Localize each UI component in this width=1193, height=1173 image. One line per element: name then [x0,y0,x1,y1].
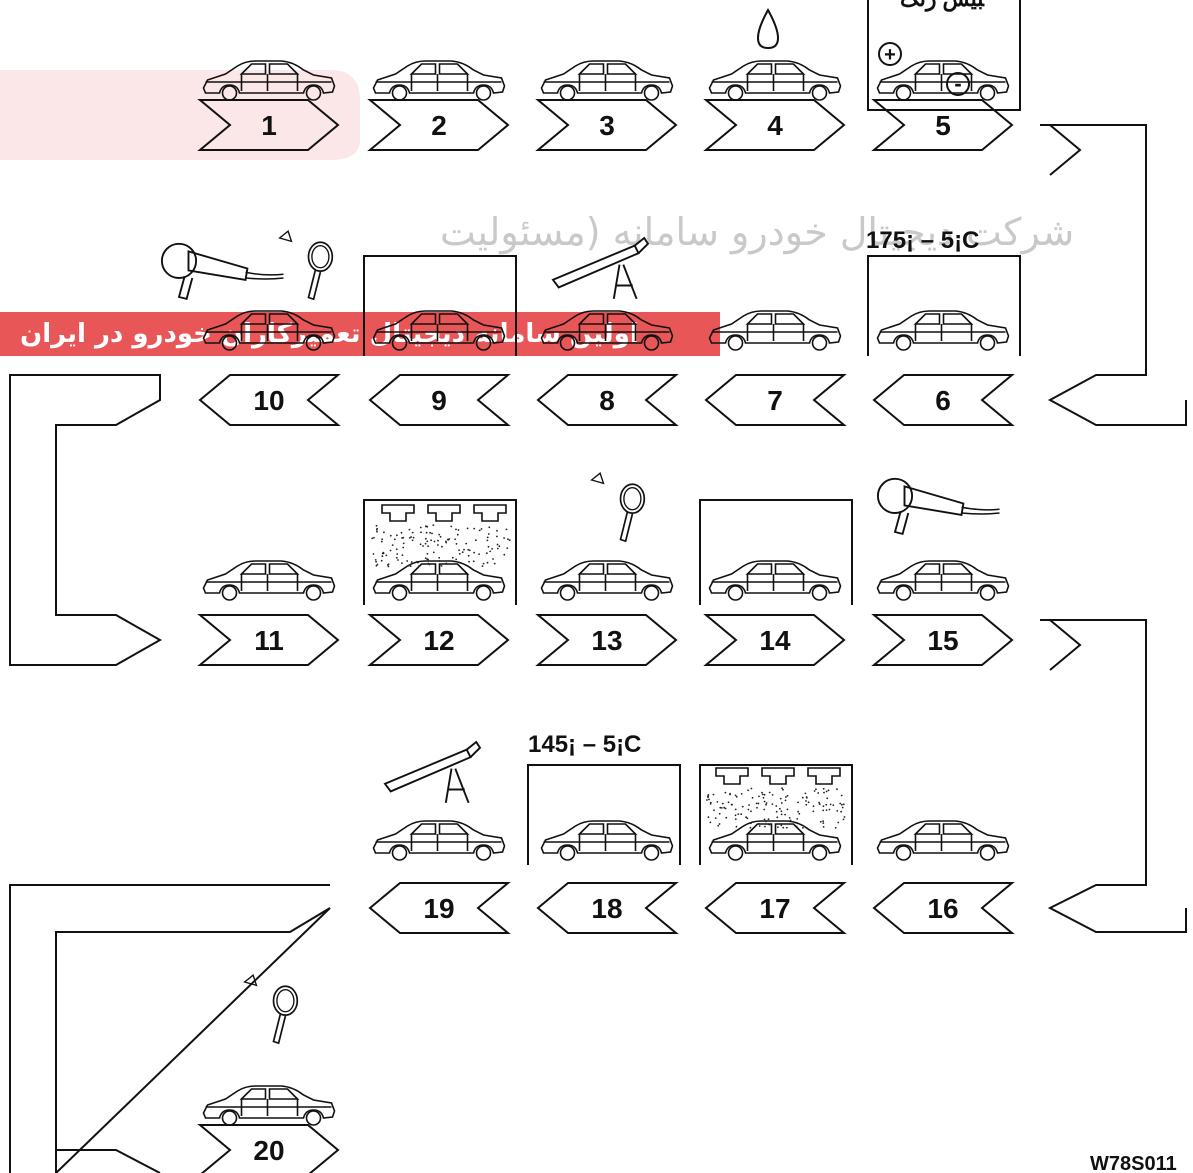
car-body-icon [710,61,841,100]
minus-symbol: - [954,71,961,96]
droplet-icon [758,10,778,48]
step-14: 14 [706,615,844,665]
step-number: 4 [767,110,783,141]
step-number: 10 [253,385,284,416]
car-body-icon [204,1086,335,1125]
step-19: 19 [370,883,508,933]
step-number: 6 [935,385,951,416]
step-17: 17 [706,883,844,933]
car-body-icon [542,561,673,600]
step-number: 12 [423,625,454,656]
plus-symbol: + [884,44,896,66]
magnifier-icon [245,975,298,1043]
car-body-icon [374,61,505,100]
step-5: 5 [874,100,1012,150]
car-body-icon [878,311,1009,350]
spray-nozzles-icon [716,768,840,784]
car-body-icon [878,821,1009,860]
step-3: 3 [538,100,676,150]
step-number: 9 [431,385,447,416]
step-7: 7 [706,375,844,425]
spray-nozzles-icon [382,505,506,521]
step-20: 20 [200,1125,338,1173]
step-number: 2 [431,110,447,141]
step-number: 20 [253,1135,284,1166]
step-chevrons: 1234567891011121314151617181920 [200,100,1012,1173]
step-13: 13 [538,615,676,665]
sealing-gun-icon [385,742,480,803]
step-number: 17 [759,893,790,924]
step-18: 18 [538,883,676,933]
car-body-icon [542,821,673,860]
step-number: 7 [767,385,783,416]
step-illustrations: +- [162,0,1020,1125]
spray-mist [706,787,845,829]
car-body-icon [204,561,335,600]
magnifier-icon [280,231,333,299]
watermark: شرکت دیجیتال خودرو سامانه (مسئولیت اولین… [0,70,1074,356]
spray-booth-box [364,500,516,605]
step-4: 4 [706,100,844,150]
oven-temp-step18: 145¡ – 5¡C [528,731,641,758]
step-number: 11 [254,625,284,656]
figure-code: W78S011 [1090,1153,1177,1173]
step-10: 10 [200,375,338,425]
step-8: 8 [538,375,676,425]
step-number: 8 [599,385,615,416]
sander-icon [162,244,284,299]
car-body-icon [374,821,505,860]
step-number: 16 [927,893,958,924]
step-11: 11 [200,615,338,665]
header-fragment: ﺒﻴﺶ ﺭﻧﮓ [900,0,985,12]
step-number: 1 [261,110,277,141]
sander-icon [878,479,1000,534]
car-body-icon [710,311,841,350]
step-number: 13 [591,625,622,656]
step-number: 3 [599,110,615,141]
car-body-icon [710,561,841,600]
car-body-icon [878,561,1009,600]
booth-box [700,500,852,605]
car-body-icon [878,61,1009,100]
step-number: 5 [935,110,951,141]
step-6: 6 [874,375,1012,425]
step-9: 9 [370,375,508,425]
step-number: 19 [423,893,454,924]
step-number: 14 [759,625,791,656]
step-number: 15 [927,625,958,656]
step-2: 2 [370,100,508,150]
oven-temp-step6: 175¡ – 5¡C [866,227,979,254]
watermark-line2: اولین سامانه دیجیتال تعمیرکاران خودرو در… [20,319,639,349]
step-16: 16 [874,883,1012,933]
step-15: 15 [874,615,1012,665]
car-body-icon [374,561,505,600]
step-number: 18 [591,893,622,924]
car-body-icon [542,61,673,100]
step-12: 12 [370,615,508,665]
magnifier-icon [592,473,645,541]
car-body-icon [710,821,841,860]
